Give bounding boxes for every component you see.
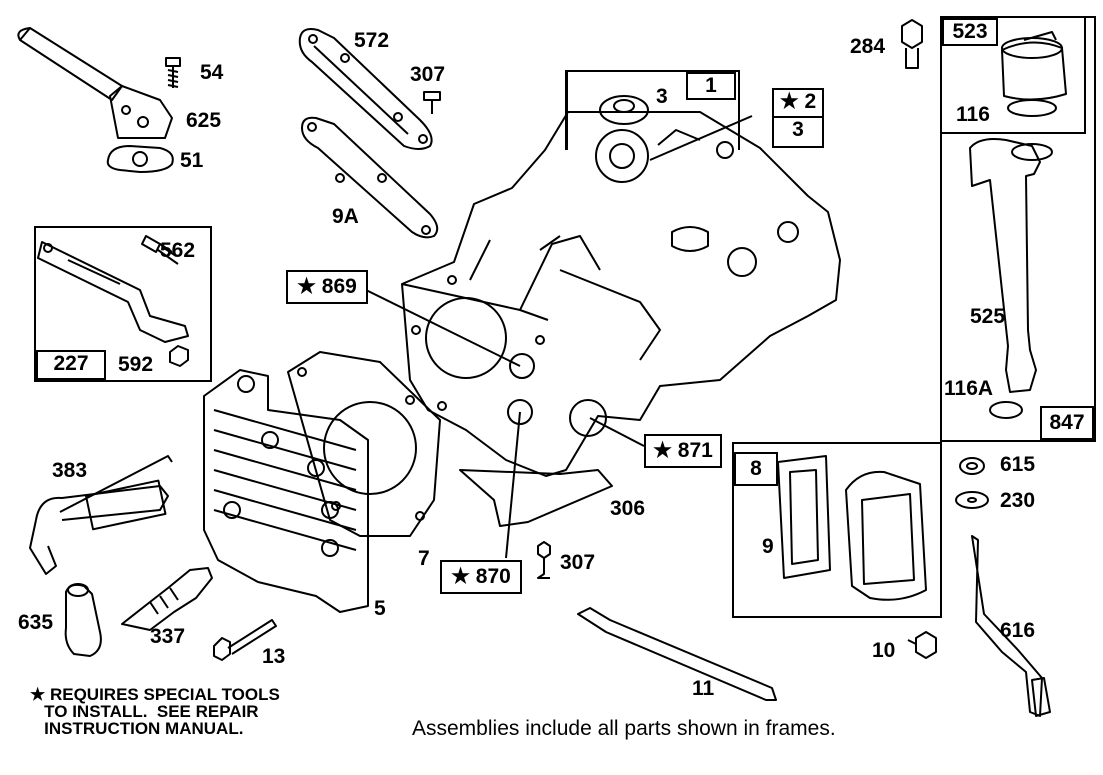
bolt-13-part: [213, 619, 277, 661]
gasket-9-part: [777, 455, 831, 579]
part-label-5: 5: [374, 597, 386, 620]
part-label-230: 230: [1000, 489, 1036, 512]
screw-54-part: [165, 57, 181, 88]
box-label-847: 847: [1040, 406, 1094, 440]
part-label-635: 635: [18, 611, 54, 634]
special-tools-note: ★ REQUIRES SPECIAL TOOLS TO INSTALL. SEE…: [30, 685, 280, 738]
head-gasket-part: [287, 351, 441, 537]
box-label-3: 3: [772, 116, 824, 148]
box-label-869: ★ 869: [286, 270, 368, 304]
gasket-plate-572-part: [298, 28, 433, 150]
dipstick-616-part: [971, 535, 1051, 717]
screw-562-part: [141, 235, 179, 265]
part-label-592: 592: [118, 353, 154, 376]
spark-plug-part: [121, 567, 213, 631]
engine-block-part: [401, 111, 841, 477]
part-label-625: 625: [186, 109, 222, 132]
part-label-7: 7: [418, 547, 430, 570]
part-label-13: 13: [262, 645, 286, 668]
part-label-337: 337: [150, 625, 186, 648]
elbow-635-part: [64, 583, 102, 657]
cap-523-part: [1001, 31, 1067, 117]
box-label-2: ★ 2: [772, 88, 824, 118]
screw-307-bottom-part: [537, 541, 551, 579]
box-label-871: ★ 871: [644, 434, 722, 468]
part-label-307-bottom: 307: [560, 551, 596, 574]
part-label-116: 116: [956, 103, 990, 126]
part-label-572: 572: [354, 29, 390, 52]
governor-lever-part: [37, 241, 189, 343]
part-label-284: 284: [850, 35, 886, 58]
part-label-562: 562: [160, 239, 196, 262]
seal-3-part: [599, 95, 649, 125]
breather-tube-part: [17, 27, 173, 139]
screw-307-top-part: [423, 91, 441, 114]
box-label-227: 227: [36, 350, 106, 380]
part-label-9a: 9A: [332, 205, 359, 228]
gasket-51-part: [106, 145, 174, 173]
assemblies-caption: Assemblies include all parts shown in fr…: [412, 717, 836, 740]
frame-assembly-227: [34, 226, 212, 382]
screw-284-part: [901, 19, 923, 69]
frame-assembly-8: [732, 442, 942, 618]
part-label-383: 383: [52, 459, 88, 482]
rod-11-part: [577, 607, 777, 701]
part-label-10: 10: [872, 639, 896, 662]
part-label-116a: 116A: [944, 377, 994, 400]
part-label-51: 51: [180, 149, 204, 172]
cover-8-part: [845, 470, 927, 601]
nut-592-part: [169, 345, 189, 367]
part-label-3: 3: [656, 85, 668, 108]
dipstick-tube-part: [969, 138, 1053, 393]
part-label-54: 54: [200, 61, 224, 84]
part-label-525: 525: [970, 305, 1006, 328]
box-label-870: ★ 870: [440, 560, 522, 594]
gasket-9a-part: [301, 116, 439, 239]
frame-assembly-523: [940, 16, 1086, 134]
cylinder-head-part: [203, 369, 369, 613]
washer-615-part: [959, 457, 985, 475]
box-label-8: 8: [734, 452, 778, 486]
frame-assembly-1: [566, 70, 740, 150]
pin-383-part: [29, 455, 173, 575]
box-label-1: 1: [686, 72, 736, 100]
plug-10-part: [907, 631, 937, 659]
part-label-9: 9: [762, 535, 774, 558]
box-label-523: 523: [942, 18, 998, 46]
washer-230-part: [955, 491, 989, 509]
part-label-615: 615: [1000, 453, 1036, 476]
washer-116a-part: [989, 401, 1023, 419]
plate-306-part: [459, 469, 613, 527]
part-label-306: 306: [610, 497, 646, 520]
part-label-11: 11: [692, 677, 715, 700]
part-label-616: 616: [1000, 619, 1036, 642]
part-label-307-top: 307: [410, 63, 446, 86]
